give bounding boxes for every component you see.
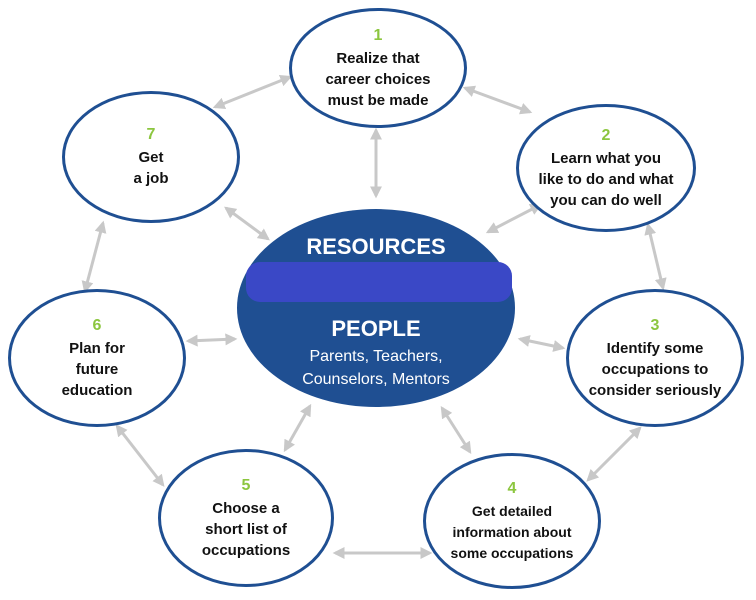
resources-title: RESOURCES: [306, 234, 446, 259]
step-number: 4: [507, 479, 517, 497]
step-text-line: like to do and what: [538, 170, 674, 188]
step-text-line: information about: [452, 523, 572, 540]
arrow-hub-4: [440, 405, 472, 455]
step-node-4: 4 Get detailed information about some oc…: [423, 453, 601, 589]
resources-hub: [237, 209, 515, 407]
step-node-2: 2 Learn what you like to do and what you…: [516, 104, 696, 232]
step-text-line: future: [75, 360, 119, 378]
arrow-hub-6: [185, 333, 238, 347]
step-number: 1: [373, 26, 383, 44]
step-text-line: a job: [133, 170, 169, 187]
step-node-6: 6 Plan for future education: [8, 289, 186, 427]
step-text-line: you can do well: [550, 191, 662, 209]
arrow-7-1: [212, 74, 293, 110]
arrow-hub-5: [283, 403, 312, 453]
step-number: 2: [601, 126, 611, 144]
arrow-3-4: [586, 426, 642, 482]
people-title: PEOPLE: [331, 316, 421, 341]
step-node-7: 7 Get a job: [62, 91, 240, 223]
step-number: 5: [241, 476, 251, 494]
redaction-scribble: [246, 262, 512, 302]
step-text-line: education: [61, 381, 133, 399]
step-text-line: career choices: [325, 70, 431, 88]
step-text-line: consider seriously: [588, 381, 722, 399]
arrow-hub-7: [224, 206, 270, 241]
step-node-3: 3 Identify some occupations to consider …: [566, 289, 744, 427]
people-list-line-1: Parents, Teachers,: [309, 348, 443, 365]
step-node-5: 5 Choose a short list of occupations: [158, 449, 334, 587]
step-text-line: occupations: [201, 541, 291, 559]
step-text-line: some occupations: [450, 544, 574, 561]
step-text-line: short list of: [205, 520, 287, 538]
arrow-5-6: [115, 424, 165, 487]
step-node-1: 1 Realize that career choices must be ma…: [289, 8, 467, 128]
step-text-line: Get detailed: [471, 502, 553, 519]
arrow-hub-2: [485, 203, 543, 234]
step-number: 6: [92, 316, 102, 334]
arrow-2-3: [644, 222, 667, 291]
arrow-1-2: [462, 85, 533, 115]
step-text-line: Learn what you: [550, 149, 662, 167]
step-text-line: Plan for: [69, 339, 125, 357]
step-text-line: Identify some: [606, 339, 704, 357]
step-text-line: Choose a: [212, 499, 280, 517]
step-text-line: occupations to: [601, 360, 709, 378]
arrow-6-7: [81, 220, 107, 294]
step-text-line: must be made: [327, 91, 429, 109]
arrow-hub-3: [517, 335, 566, 352]
people-list-line-2: Counselors, Mentors: [302, 371, 450, 388]
step-number: 3: [650, 316, 660, 334]
step-text-line: Realize that: [336, 49, 420, 67]
step-number: 7: [146, 126, 156, 143]
step-text-line: Get: [138, 149, 164, 166]
